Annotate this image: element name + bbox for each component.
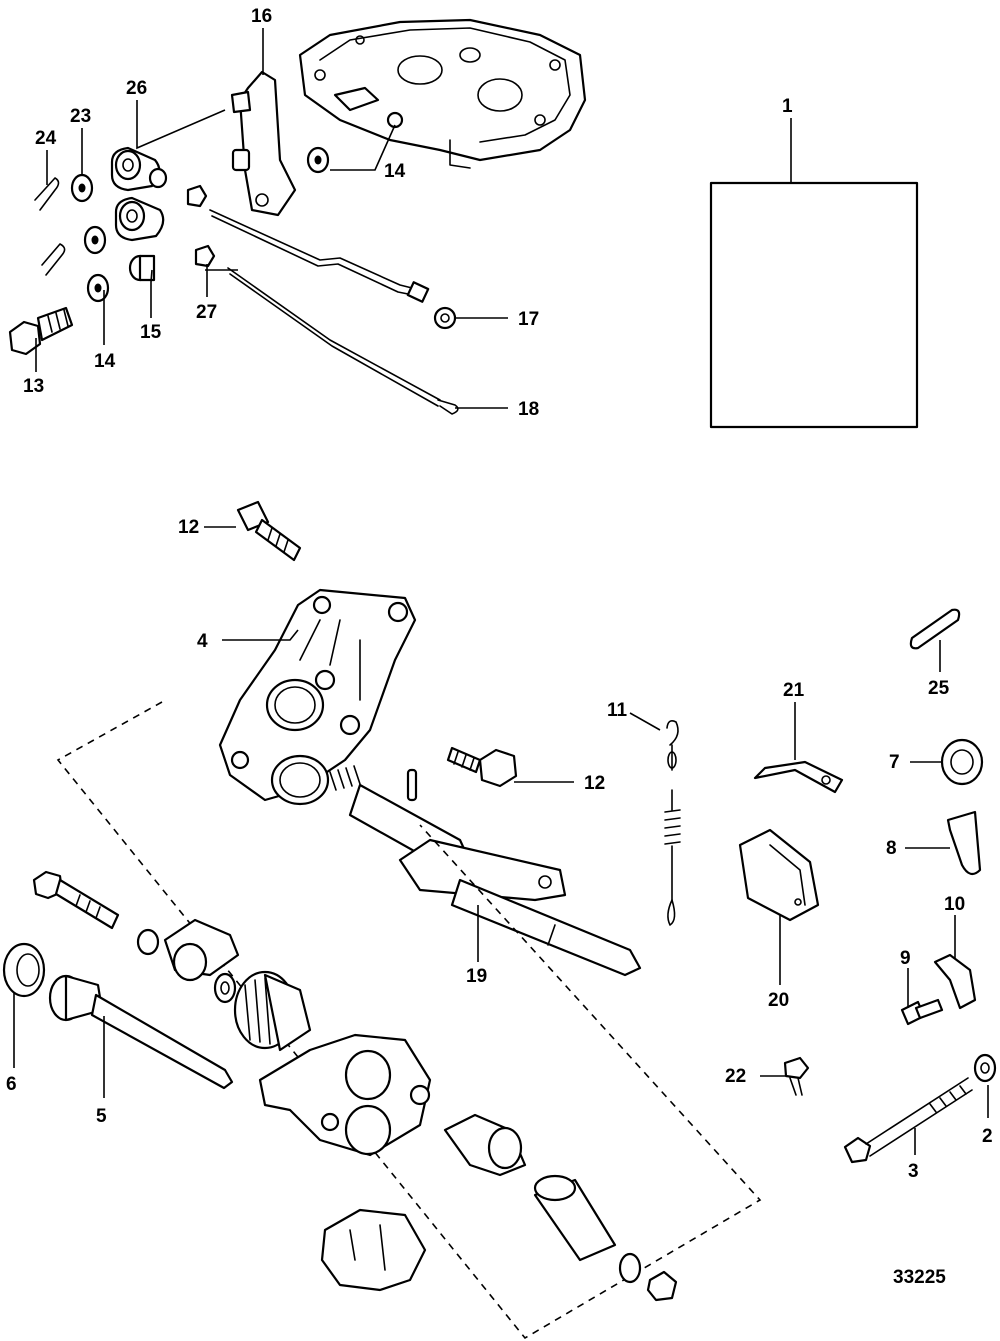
sub-assembly-outline bbox=[56, 701, 762, 1340]
callout-6: 6 bbox=[6, 1074, 17, 1095]
figure-number: 33225 bbox=[893, 1267, 946, 1288]
callout-7: 7 bbox=[889, 752, 900, 773]
part-callouts: 1 2 3 4 5 6 7 8 9 10 11 12 12 13 14 14 1… bbox=[6, 6, 993, 1288]
callout-22: 22 bbox=[725, 1066, 746, 1087]
callout-11: 11 bbox=[607, 700, 628, 721]
callout-27: 27 bbox=[196, 302, 217, 323]
callout-5: 5 bbox=[96, 1106, 107, 1127]
callout-12-upper: 12 bbox=[178, 517, 199, 538]
callout-19: 19 bbox=[466, 966, 487, 987]
spacer bbox=[136, 928, 160, 956]
callout-9: 9 bbox=[900, 948, 911, 969]
callout-1: 1 bbox=[782, 96, 793, 117]
washer-nut-pair bbox=[618, 1252, 678, 1302]
callout-23: 23 bbox=[70, 106, 91, 127]
carburetor-plate bbox=[298, 18, 587, 169]
callout-14-upper: 14 bbox=[384, 161, 406, 182]
callout-12-lower: 12 bbox=[584, 773, 605, 794]
callout-20: 20 bbox=[768, 990, 789, 1011]
callout-15: 15 bbox=[140, 322, 162, 343]
throttle-cam bbox=[163, 918, 240, 982]
callout-3: 3 bbox=[908, 1161, 919, 1182]
leader-lines bbox=[13, 28, 989, 1155]
shaft-5 bbox=[48, 974, 234, 1090]
seal-25 bbox=[909, 608, 961, 650]
clamp-20 bbox=[738, 828, 820, 922]
callout-18: 18 bbox=[518, 399, 539, 420]
cable-11 bbox=[664, 720, 681, 926]
callout-25: 25 bbox=[928, 678, 950, 699]
bracket-10 bbox=[933, 953, 977, 1010]
washers bbox=[70, 146, 330, 303]
throttle-lever-16 bbox=[230, 70, 297, 217]
clip-8 bbox=[946, 810, 982, 876]
bracket-4 bbox=[218, 588, 417, 806]
bolt-12-upper bbox=[236, 500, 302, 562]
bolt-lower-left bbox=[32, 870, 120, 930]
callout-14-lower: 14 bbox=[94, 351, 116, 372]
callout-21: 21 bbox=[783, 680, 805, 701]
lower-bracket bbox=[258, 1033, 432, 1157]
callout-16: 16 bbox=[251, 6, 272, 27]
callout-26: 26 bbox=[126, 78, 147, 99]
callout-2: 2 bbox=[982, 1126, 993, 1147]
bracket-21 bbox=[753, 760, 844, 794]
ring-6 bbox=[2, 942, 46, 998]
callout-10: 10 bbox=[944, 894, 965, 915]
bushings-and-nuts bbox=[128, 184, 216, 282]
bushing-7 bbox=[940, 738, 984, 786]
bolt-12-lower bbox=[446, 746, 518, 788]
sleeve bbox=[533, 1174, 617, 1262]
screw-22 bbox=[783, 1056, 810, 1096]
pivot-fitting bbox=[443, 1113, 527, 1177]
shaft-19 bbox=[329, 765, 642, 977]
bolt-3 bbox=[843, 1077, 973, 1164]
callout-17: 17 bbox=[518, 309, 539, 330]
gear-roller bbox=[233, 970, 312, 1052]
callout-8: 8 bbox=[886, 838, 897, 859]
callout-4: 4 bbox=[197, 631, 208, 652]
decal-box-1 bbox=[709, 181, 919, 429]
bolt-13 bbox=[8, 306, 74, 356]
washer-2 bbox=[973, 1053, 997, 1083]
washer-mid bbox=[213, 972, 237, 1004]
callout-13: 13 bbox=[23, 376, 44, 397]
ball-joint-26 bbox=[110, 146, 168, 242]
callout-24: 24 bbox=[35, 128, 57, 149]
cam-block bbox=[320, 1208, 427, 1292]
cotter-pins-24 bbox=[34, 177, 66, 276]
link-rods bbox=[209, 209, 459, 415]
